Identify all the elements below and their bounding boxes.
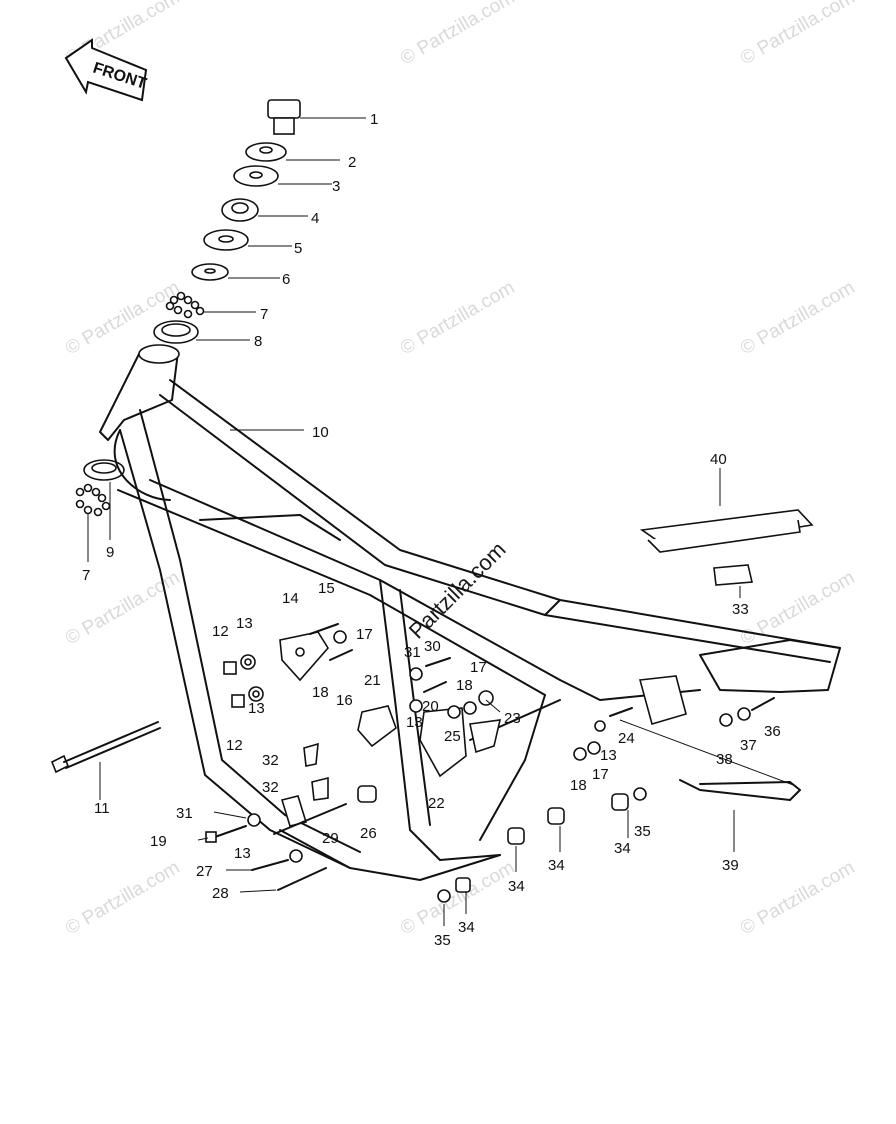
watermark: © Partzilla.com [62,857,183,939]
callout: 1 [370,111,378,128]
callout: 5 [294,240,302,257]
callout: 9 [106,544,114,561]
callout: 26 [360,825,377,842]
callout: 36 [764,723,781,740]
callout: 21 [364,672,381,689]
frame-tubes [99,344,841,881]
callout: 31 [176,805,193,822]
callout: 8 [254,333,262,350]
callout: 13 [406,714,423,731]
callout: 34 [614,840,631,857]
callout: 20 [422,698,439,715]
hardware [205,623,801,903]
callout: 38 [716,751,733,768]
callout: 30 [424,638,441,655]
watermark: © Partzilla.com [737,277,858,359]
callout: 28 [212,885,229,902]
callout: 15 [318,580,335,597]
callout: 3 [332,178,340,195]
callout: 12 [212,623,229,640]
callout: 22 [428,795,445,812]
callout: 19 [150,833,167,850]
callout: 13 [236,615,253,632]
callout: 40 [710,451,727,468]
callout: 18 [456,677,473,694]
callout: 11 [94,800,110,817]
callout: 35 [434,932,451,949]
watermark: © Partzilla.com [737,857,858,939]
callout: 17 [470,659,487,676]
callout: 16 [336,692,353,709]
callout: 13 [234,845,251,862]
callout: 39 [722,857,739,874]
callout: 33 [732,601,749,618]
callout: 7 [82,567,90,584]
callout: 13 [248,700,265,717]
watermark-center: Partzilla.com [404,537,511,644]
leader-lines [197,429,797,926]
callout: 13 [600,747,617,764]
callout: 25 [444,728,461,745]
callout: 37 [740,737,757,754]
watermark: © Partzilla.com [397,0,518,69]
callout: 34 [548,857,565,874]
callout: 32 [262,779,279,796]
callout: 4 [311,210,319,227]
callout-labels: 1 2 3 4 5 6 7 8 10 7 9 40 14 15 13 12 17… [82,111,781,949]
callout: 34 [458,919,475,936]
watermark-layer: © Partzilla.com © Partzilla.com © Partzi… [62,0,858,939]
callout: 14 [282,590,299,607]
callout: 18 [312,684,329,701]
callout: 34 [508,878,525,895]
callout: 24 [618,730,635,747]
watermark: © Partzilla.com [62,567,183,649]
callout: 27 [196,863,213,880]
callout: 17 [592,766,609,783]
callout: 12 [226,737,243,754]
callout: 23 [504,710,521,727]
callout: 35 [634,823,651,840]
callout: 2 [348,154,356,171]
battery-tray [639,468,814,598]
callout: 29 [322,830,339,847]
callout: 18 [570,777,587,794]
watermark: © Partzilla.com [397,277,518,359]
steering-parts [75,99,366,562]
watermark: © Partzilla.com [737,567,858,649]
callout: 17 [356,626,373,643]
watermark: © Partzilla.com [737,0,858,69]
callout: 6 [282,271,290,288]
callout: 10 [312,424,329,441]
callout: 32 [262,752,279,769]
callout: 7 [260,306,268,323]
pivot-bolt [50,721,161,800]
callout: 31 [404,644,421,661]
